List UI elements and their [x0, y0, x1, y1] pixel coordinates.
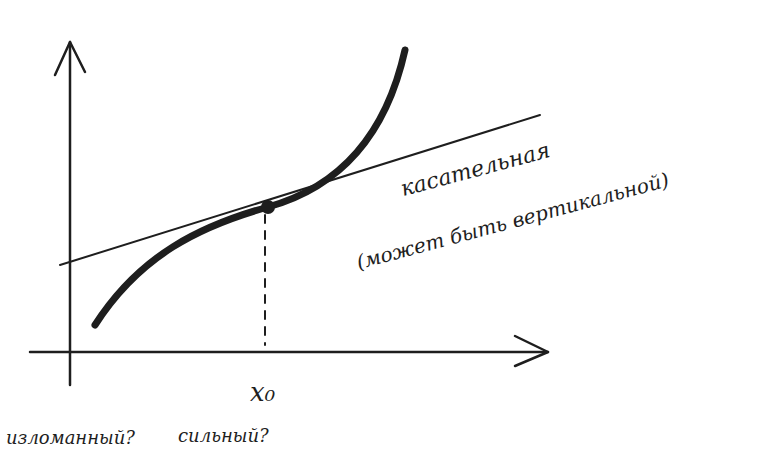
- curve: [95, 50, 405, 325]
- point-label: x₀: [250, 378, 275, 407]
- x-axis-arrow: [515, 336, 548, 366]
- y-axis-arrow: [55, 42, 85, 75]
- x-axis: [30, 351, 548, 354]
- tangent-point: [261, 200, 275, 214]
- question-note: изломанный?: [6, 428, 135, 448]
- tangent-label: касательная: [398, 138, 553, 201]
- y-axis: [69, 42, 72, 385]
- dashed-guide: [264, 215, 266, 345]
- question-note: сильный?: [178, 426, 269, 446]
